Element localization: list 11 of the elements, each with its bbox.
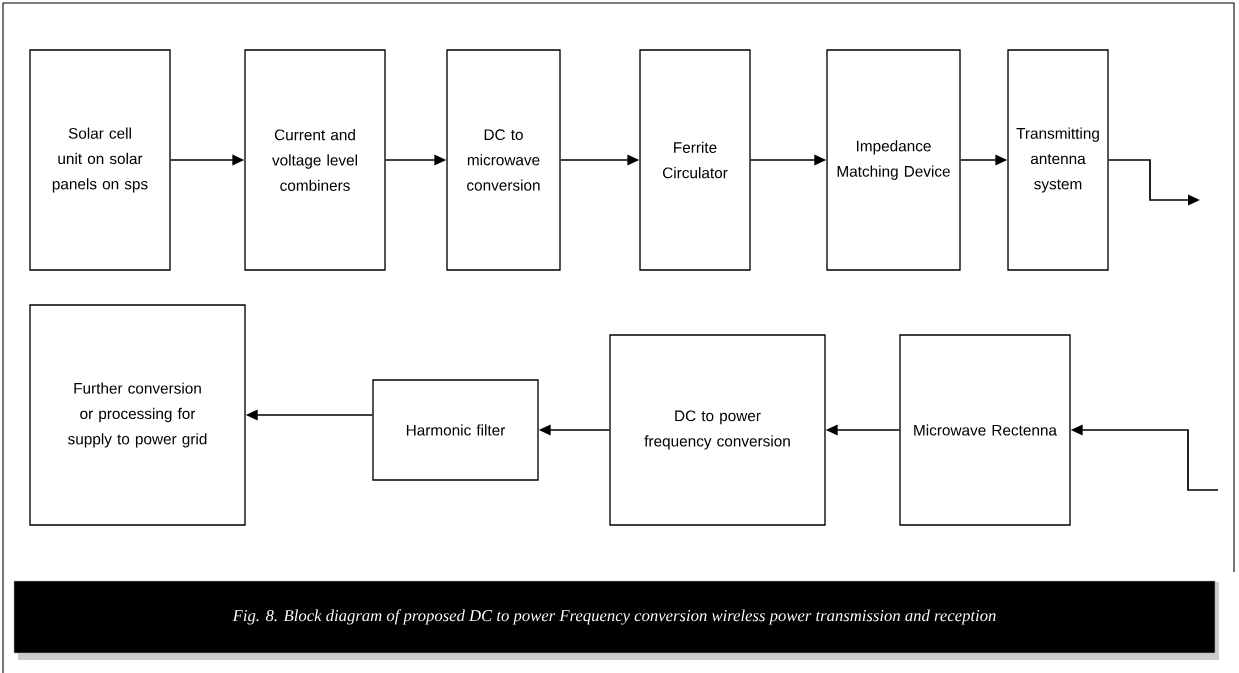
process-box: Harmonic filter xyxy=(372,379,539,481)
process-box: DC to microwave conversion xyxy=(446,49,561,271)
process-box: Further conversion or processing for supply to power grid xyxy=(29,304,246,526)
process-box: Impedance Matching Device xyxy=(826,49,961,271)
process-box: DC to power frequency conversion xyxy=(609,334,826,526)
process-box: Microwave Rectenna xyxy=(899,334,1071,526)
process-box: Solar cell unit on solar panels on sps xyxy=(29,49,171,271)
process-box: Ferrite Circulator xyxy=(639,49,751,271)
process-box: Transmitting antenna system xyxy=(1007,49,1109,271)
caption-banner: Fig. 8. Block diagram of proposed DC to power Frequency conversion wireless power transmission and reception xyxy=(13,580,1219,660)
process-box: Current and voltage level combiners xyxy=(244,49,386,271)
